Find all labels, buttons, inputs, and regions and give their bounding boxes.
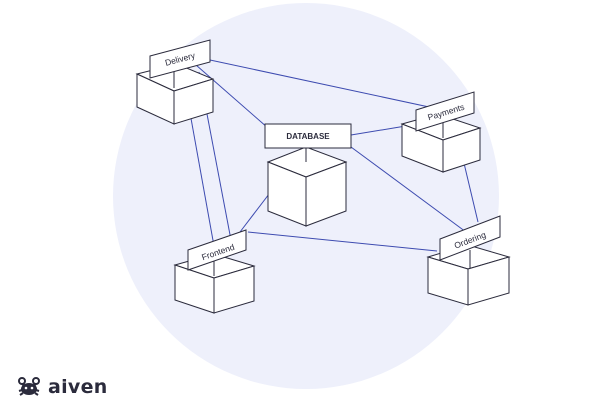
brand-logo: aiven (16, 376, 108, 398)
node-database: DATABASE (264, 123, 352, 227)
connections (182, 56, 479, 252)
node-payments: Payments (400, 91, 482, 173)
frontend-sign (187, 229, 247, 271)
node-ordering: Ordering (426, 215, 511, 306)
database-sign (264, 123, 352, 149)
edge-database-ordering (350, 146, 467, 233)
delivery-sign (149, 39, 211, 79)
node-frontend: Frontend (173, 229, 256, 314)
edge-frontend-ordering (247, 231, 438, 252)
ordering-sign (439, 215, 501, 261)
brand-name: aiven (48, 376, 108, 398)
crab-icon (18, 377, 40, 396)
edge-delivery-payments (195, 56, 444, 111)
edge-delivery-database (195, 64, 269, 129)
node-delivery: Delivery (135, 39, 215, 125)
payments-sign (415, 91, 475, 132)
database-label: DATABASE (286, 132, 330, 141)
